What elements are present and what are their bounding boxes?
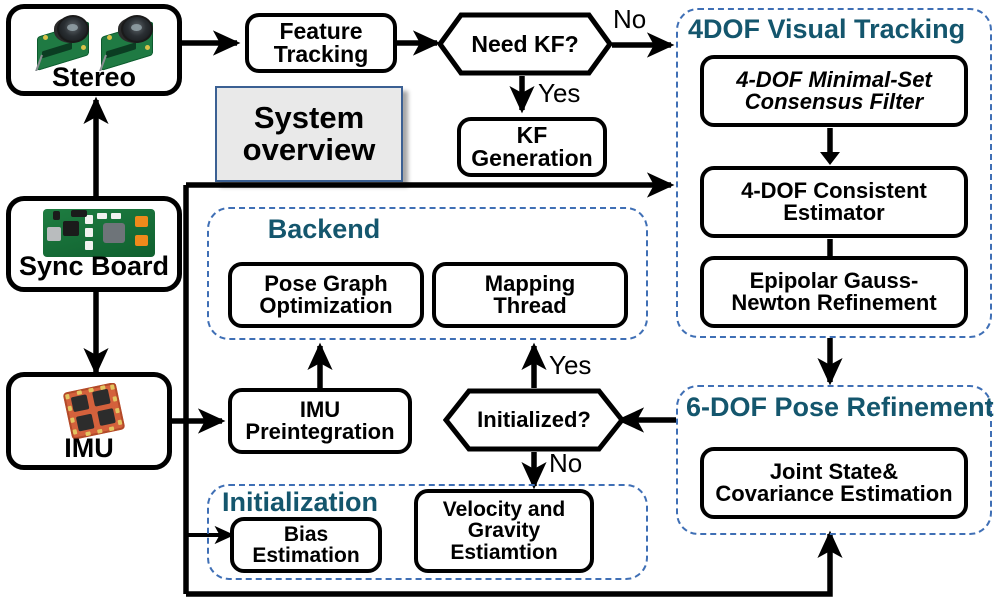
feature-tracking-line-1: Feature [279,17,363,44]
block-bias-estimation[interactable]: Bias Estimation [230,517,382,573]
sensor-label-imu: IMU [64,433,114,463]
decision-need-kf-label: Need KF? [471,30,579,57]
decision-initialized[interactable]: Initialized? [443,388,625,452]
joint-state-line-1: Joint State& [769,458,899,484]
edge-label-need-kf-yes: Yes [538,78,581,108]
block-epipolar-gauss-newton[interactable]: Epipolar Gauss- Newton Refinement [700,256,968,328]
edge-label-need-kf-no: No [613,4,647,34]
imu-preintegration-line-2: Preintegration [245,419,395,444]
sensor-block-imu[interactable]: IMU [6,372,172,470]
consistent-estimator-line-2: Estimator [783,200,885,225]
kf-generation-line-1: KF [516,121,548,148]
overview-line-2: overview [242,132,376,167]
stereo-camera-photo [35,13,165,71]
block-mapping-thread[interactable]: Mapping Thread [432,262,628,328]
feature-tracking-line-2: Tracking [273,41,369,67]
epipolar-line-2: Newton Refinement [731,290,937,315]
joint-state-line-2: Covariance Estimation [715,481,953,506]
velocity-gravity-line-2: Gravity [467,519,541,543]
mapping-thread-line-1: Mapping [484,270,576,296]
velocity-gravity-line-1: Velocity and [442,497,566,521]
block-minimal-set-consensus-filter[interactable]: 4-DOF Minimal-Set Consensus Filter [700,55,968,127]
sensor-label-sync-board: Sync Board [18,251,170,281]
block-velocity-gravity-estimation[interactable]: Velocity and Gravity Estiamtion [414,489,594,573]
sensor-block-sync-board[interactable]: Sync Board [6,196,182,292]
edge-label-initialized-no: No [549,448,583,478]
minimal-set-line-1: 4-DOF Minimal-Set [736,66,932,92]
pose-graph-line-2: Optimization [259,293,393,318]
block-pose-graph-optimization[interactable]: Pose Graph Optimization [228,262,424,328]
velocity-gravity-line-3: Estiamtion [450,540,558,564]
minimal-set-line-2: Consensus Filter [744,89,924,114]
group-backend [207,207,648,340]
bias-estimation-line-2: Estimation [252,544,360,567]
block-consistent-estimator[interactable]: 4-DOF Consistent Estimator [700,166,968,238]
sensor-label-stereo: Stereo [51,62,137,92]
block-kf-generation[interactable]: KF Generation [457,117,607,177]
decision-need-kf[interactable]: Need KF? [437,12,613,76]
block-joint-state-covariance[interactable]: Joint State& Covariance Estimation [700,447,968,519]
group-title-visual-tracking: 4DOF Visual Tracking [688,14,966,44]
group-title-pose-refinement: 6-DOF Pose Refinement [686,392,994,422]
bias-estimation-line-1: Bias [283,522,329,546]
sensor-block-stereo[interactable]: Stereo [6,4,182,96]
kf-generation-line-2: Generation [471,145,593,171]
mapping-thread-line-2: Thread [493,293,567,318]
arrow-minimal-to-consistent [820,128,840,165]
block-feature-tracking[interactable]: Feature Tracking [245,13,397,73]
epipolar-line-1: Epipolar Gauss- [749,267,919,293]
overview-line-1: System [253,100,365,136]
group-title-initialization: Initialization [222,487,379,517]
sync-board-photo [43,209,155,257]
group-initialization [207,484,648,580]
pose-graph-line-1: Pose Graph [264,270,388,296]
group-pose-refinement [676,385,992,535]
decision-initialized-label: Initialized? [477,407,591,432]
edge-label-initialized-yes: Yes [549,350,592,380]
consistent-estimator-line-1: 4-DOF Consistent [741,177,927,203]
group-title-backend: Backend [267,214,381,244]
system-overview-caption: System overview [215,86,403,182]
block-imu-preintegration[interactable]: IMU Preintegration [228,388,412,454]
imu-preintegration-line-1: IMU [299,396,341,422]
group-visual-tracking [676,8,992,338]
